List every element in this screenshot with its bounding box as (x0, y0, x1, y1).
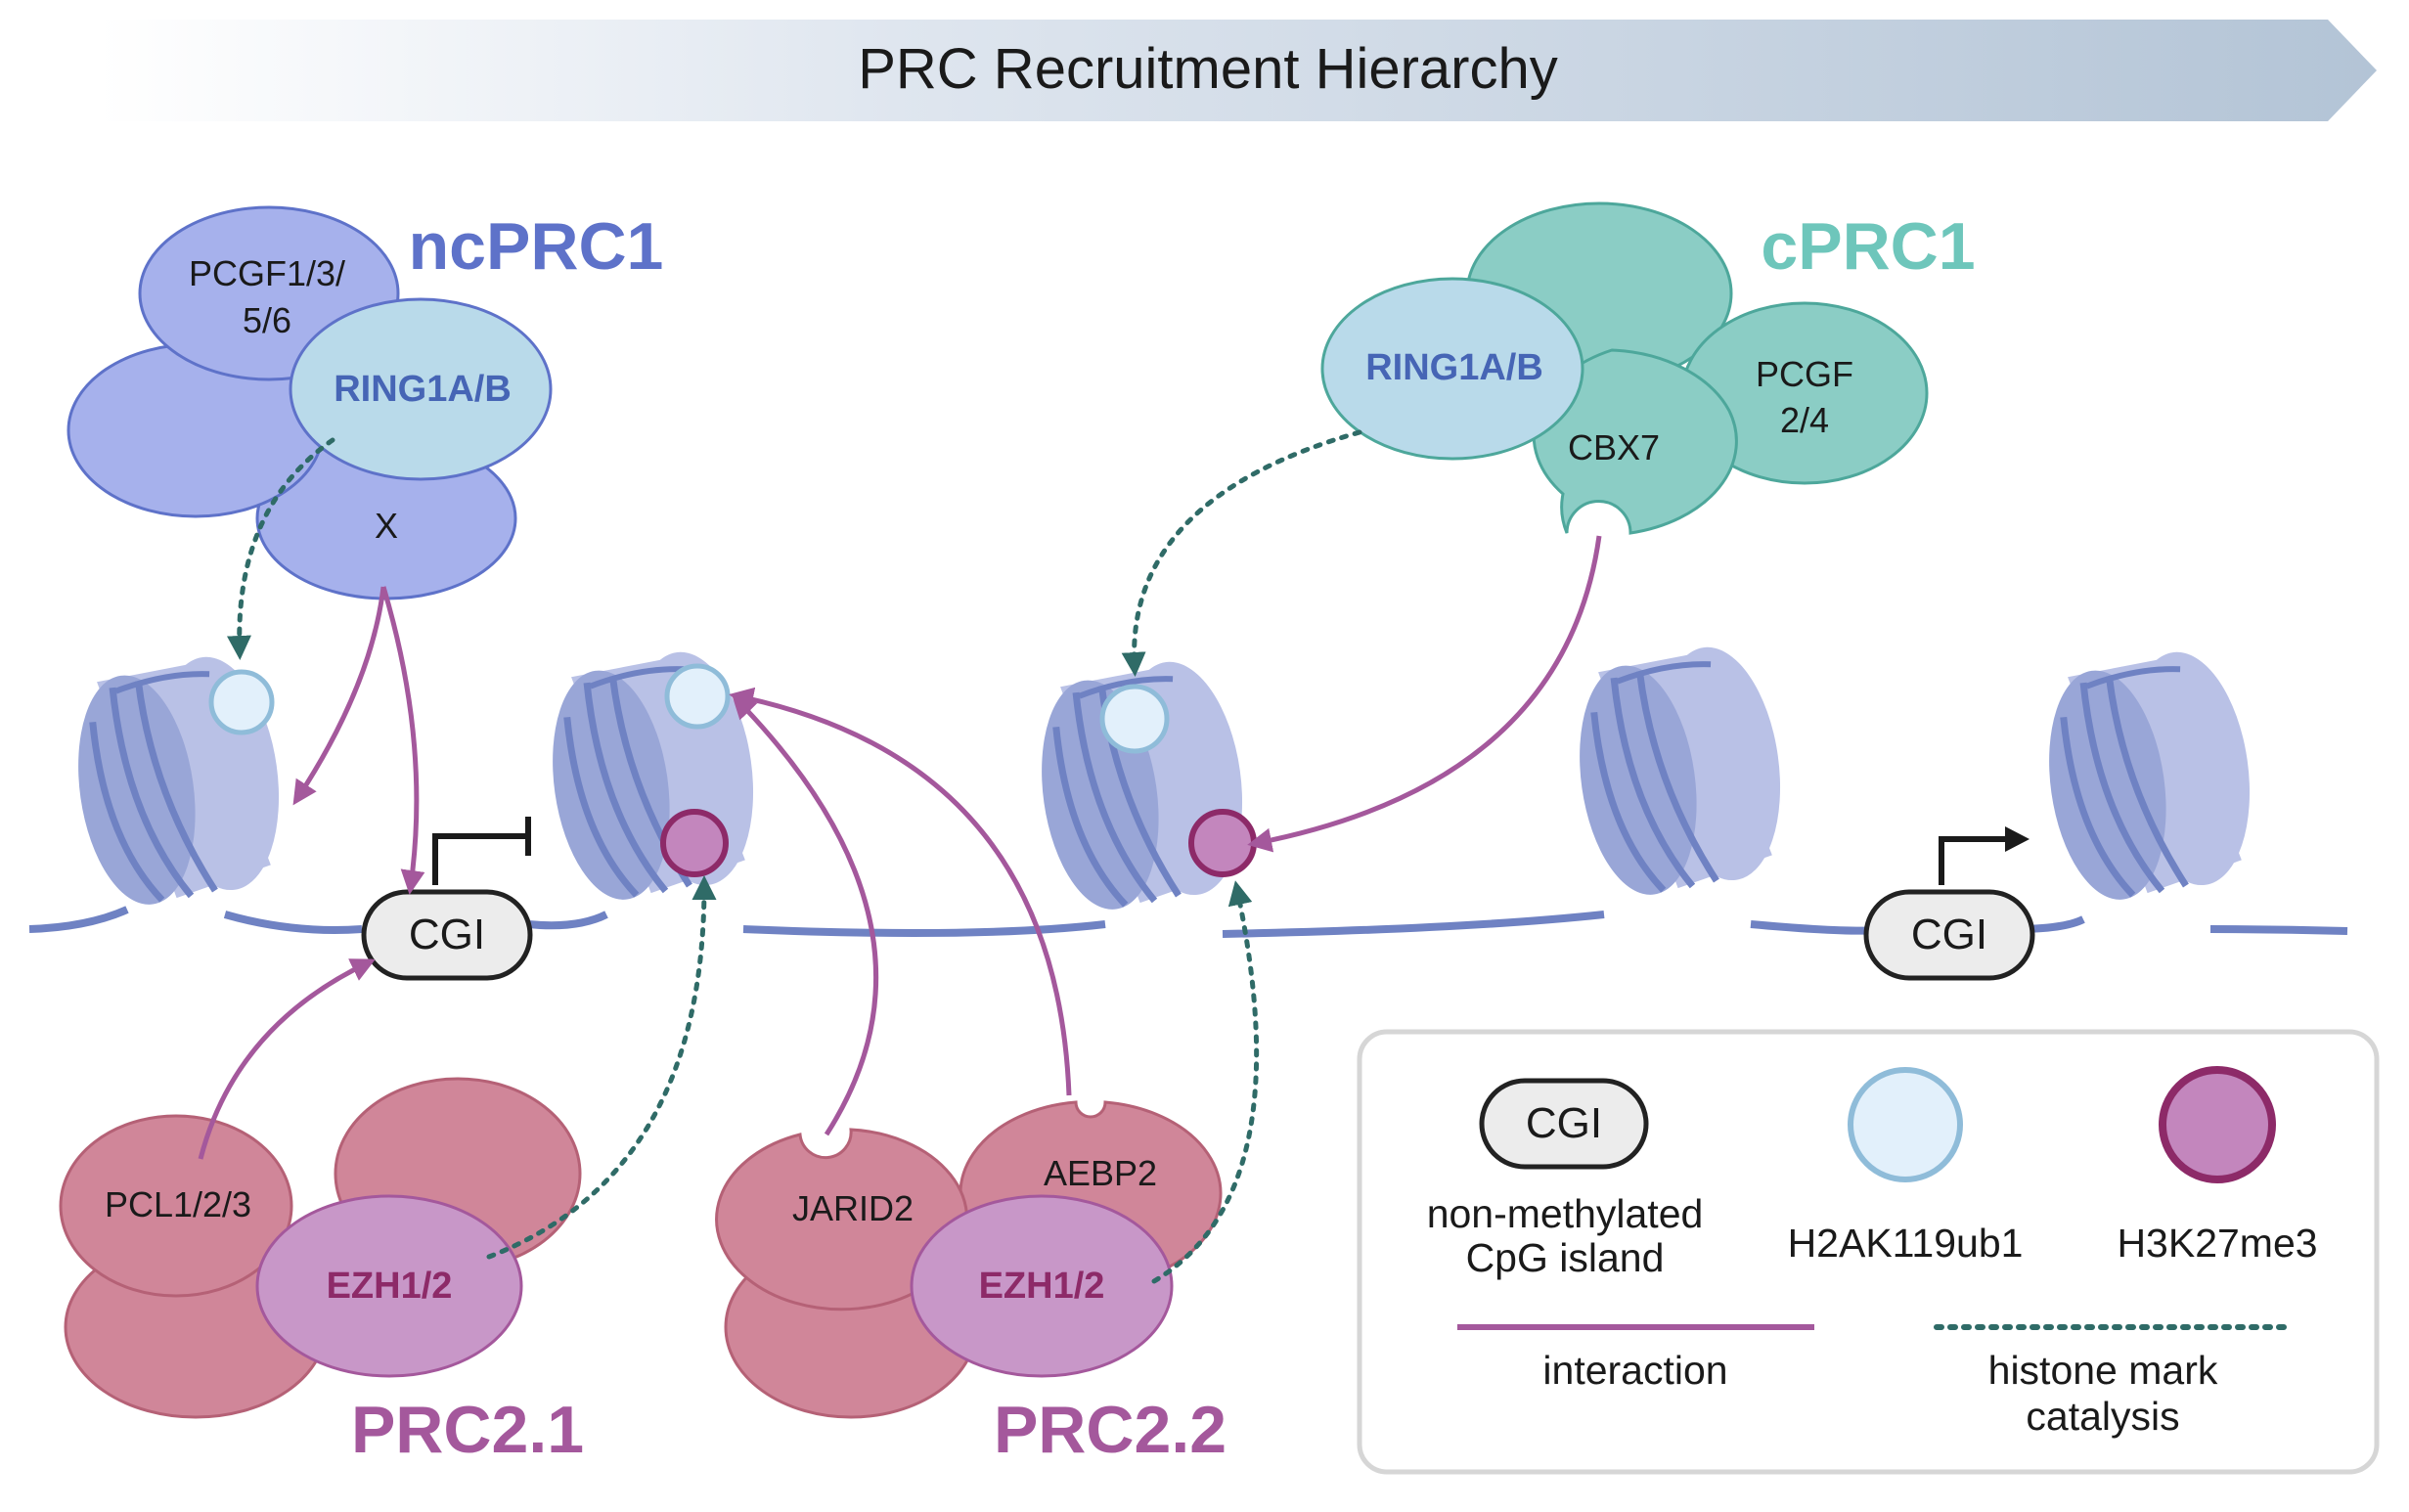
prc21-pcl-label: PCL1/2/3 (105, 1184, 251, 1224)
legend-h3-label: H3K27me3 (2117, 1221, 2317, 1266)
prc22-complex: JARID2 AEBP2 EZH1/2 PRC2.2 (715, 1100, 1227, 1467)
h3-mark-1 (660, 809, 729, 877)
ncprc1-ring-subunit (289, 297, 553, 481)
prc22-ezh-label: EZH1/2 (979, 1266, 1105, 1307)
ncprc1-complex: PCGF1/3/ 5/6 RING1A/B X ncPRC1 (67, 205, 664, 600)
h2a-mark-1 (208, 669, 275, 735)
cgi-right: CGI (1863, 889, 2035, 981)
h2a-mark-2 (664, 663, 731, 730)
legend-h3-icon (2159, 1066, 2276, 1183)
ncprc1-pcgf-label: PCGF1/3/ (189, 253, 345, 293)
cprc1-ring-label: RING1A/B (1365, 347, 1543, 388)
prc22-jarid-subunit (715, 1128, 969, 1312)
banner-title: PRC Recruitment Hierarchy (858, 37, 1558, 101)
cprc1-pcgf-label-2: 2/4 (1780, 400, 1829, 440)
prc22-jarid-label: JARID2 (792, 1188, 914, 1228)
repressed-promoter-icon (432, 817, 531, 885)
arrow-cbx-to-h3 (1247, 535, 1602, 853)
nucleosome-5 (2034, 645, 2264, 908)
prc21-ezh-subunit (255, 1194, 523, 1378)
catalysis-ring2-to-h2a (1121, 429, 1362, 677)
legend-cgi-desc-2: CpG island (1466, 1235, 1665, 1280)
interaction-arrows (198, 535, 1602, 1160)
legend-catalysis-label-1: histone mark (1988, 1348, 2218, 1393)
legend-h2a-label: H2AK119ub1 (1788, 1221, 2024, 1266)
cgi-right-label: CGI (1911, 911, 1987, 958)
ncprc1-pcgf-label-2: 5/6 (243, 300, 291, 340)
ncprc1-ring-label: RING1A/B (334, 369, 512, 410)
arrow-jarid-to-h2a (732, 693, 879, 1136)
legend: CGI non-methylated CpG island H2AK119ub1… (1357, 1029, 2380, 1475)
prc21-name: PRC2.1 (351, 1393, 584, 1467)
cprc1-cbx-label: CBX7 (1568, 427, 1660, 467)
legend-cgi-label: CGI (1526, 1099, 1602, 1147)
prc22-aebp-label: AEBP2 (1044, 1153, 1157, 1193)
arrow-aebp-to-h2a (729, 687, 1072, 1096)
legend-cgi-icon (1479, 1078, 1649, 1170)
prc21-ezh-label: EZH1/2 (327, 1266, 453, 1307)
prc22-ezh-subunit (910, 1194, 1174, 1378)
catalysis-ezh1-to-h3 (486, 875, 717, 1260)
catalysis-ring-to-h2a-1 (226, 437, 335, 660)
prc21-complex: PCL1/2/3 EZH1/2 PRC2.1 (59, 1077, 584, 1467)
prc22-name: PRC2.2 (994, 1393, 1227, 1467)
catalysis-arrows (226, 429, 1362, 1284)
ncprc1-x-label: X (375, 506, 398, 546)
active-promoter-arrowhead (2005, 826, 2030, 852)
legend-h2a-icon (1848, 1067, 1963, 1182)
h3-mark-2 (1188, 809, 1257, 877)
arrow-x-to-nuc1 (292, 586, 386, 806)
nucleosome-4 (1565, 640, 1795, 903)
active-promoter-icon (1939, 836, 2010, 885)
title-banner: PRC Recruitment Hierarchy (98, 20, 2377, 121)
cgi-left-label: CGI (409, 911, 485, 958)
catalysis-ezh2-to-h3 (1151, 880, 1260, 1284)
cprc1-ring-subunit (1320, 277, 1584, 461)
ncprc1-name: ncPRC1 (409, 209, 664, 284)
legend-cgi-desc-1: non-methylated (1427, 1191, 1704, 1236)
cprc1-complex: RING1A/B CBX7 PCGF 2/4 cPRC1 (1320, 201, 1976, 535)
cgi-left: CGI (361, 889, 533, 981)
h2a-mark-3 (1099, 684, 1170, 754)
dna-strand (28, 906, 2348, 938)
legend-catalysis-label-2: catalysis (2026, 1394, 2179, 1439)
prc21-pcl-subunit (59, 1114, 293, 1298)
arrow-pcl-to-cgi (198, 958, 377, 1160)
cprc1-pcgf-label: PCGF (1756, 354, 1853, 394)
cprc1-name: cPRC1 (1761, 209, 1975, 284)
legend-interaction-label: interaction (1542, 1348, 1727, 1393)
nucleosome-2 (538, 645, 768, 908)
arrow-x-to-cgi (380, 586, 425, 895)
